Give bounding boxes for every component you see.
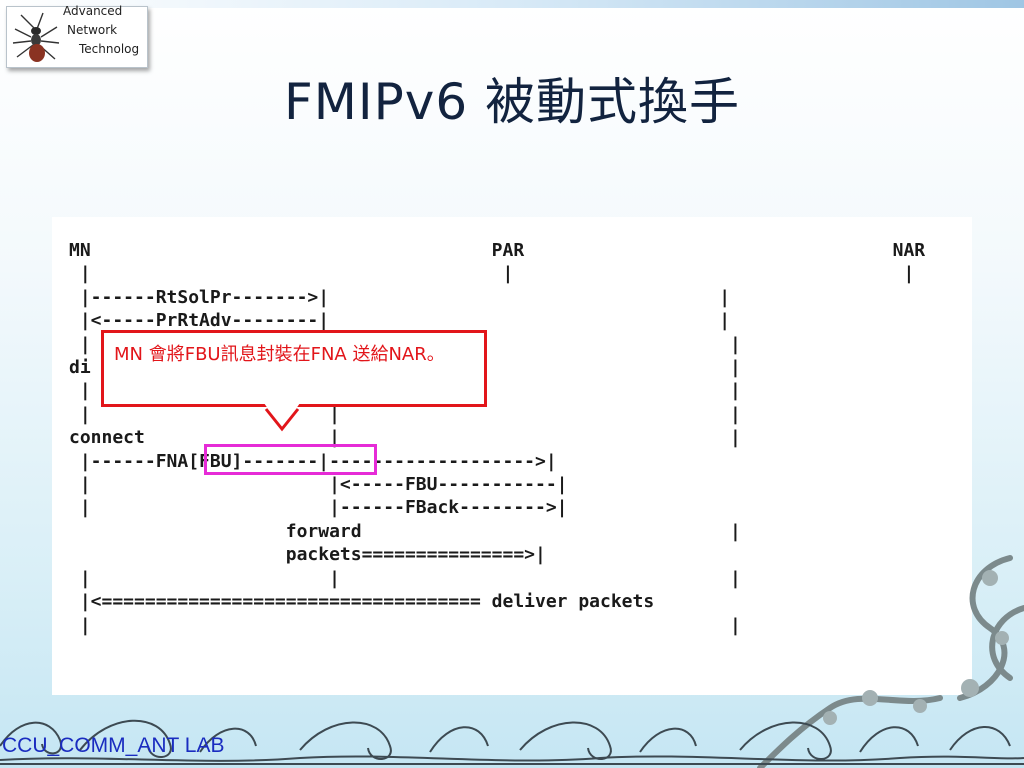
logo-line-1: Advanced: [63, 4, 123, 18]
diagram-line-8: | | |: [69, 403, 741, 425]
diagram-line-14: packets===============>|: [69, 544, 546, 566]
wave-decoration: [0, 719, 1024, 765]
diagram-line-17: | |: [69, 614, 741, 636]
lab-footer-label: CCU_COMM_ANT LAB: [2, 734, 225, 757]
dragon-decoration: [757, 555, 1024, 768]
logo-line-3: Technolog: [79, 42, 140, 56]
callout-text: MN 會將FBU訊息封裝在FNA 送給NAR。: [114, 344, 445, 365]
diagram-line-10: |------FNA[FBU]-------|-----------------…: [69, 450, 557, 472]
diagram-line-4: |<-----PrRtAdv--------| |: [69, 310, 731, 332]
diagram-line-13: forward |: [69, 520, 741, 542]
ant-logo: Advanced Network Technolog: [6, 4, 148, 68]
fna-fbu-highlight-box: [204, 444, 377, 475]
diagram-line-16: |<=================================== de…: [69, 591, 655, 613]
slide-title: FMIPv6 被動式換手: [283, 73, 741, 131]
diagram-line-3: |------RtSolPr------->| |: [69, 286, 731, 308]
ant-icon: [12, 12, 60, 62]
diagram-line-12: | |------FBack-------->|: [69, 497, 568, 519]
diagram-line-9: connect | |: [69, 427, 741, 449]
diagram-line-11: | |<-----FBU-----------|: [69, 474, 568, 496]
top-decoration-strip: [0, 0, 1024, 8]
logo-line-2: Network: [67, 23, 118, 37]
callout-box: MN 會將FBU訊息封裝在FNA 送給NAR。: [101, 330, 487, 407]
diagram-line-1: MN PAR NAR: [69, 240, 926, 261]
diagram-line-2: | | |: [69, 263, 915, 285]
diagram-line-15: | | |: [69, 567, 741, 589]
message-sequence-diagram: MN PAR NAR | | | |------RtSolPr------->|: [69, 239, 925, 637]
callout-pointer: [264, 403, 300, 432]
